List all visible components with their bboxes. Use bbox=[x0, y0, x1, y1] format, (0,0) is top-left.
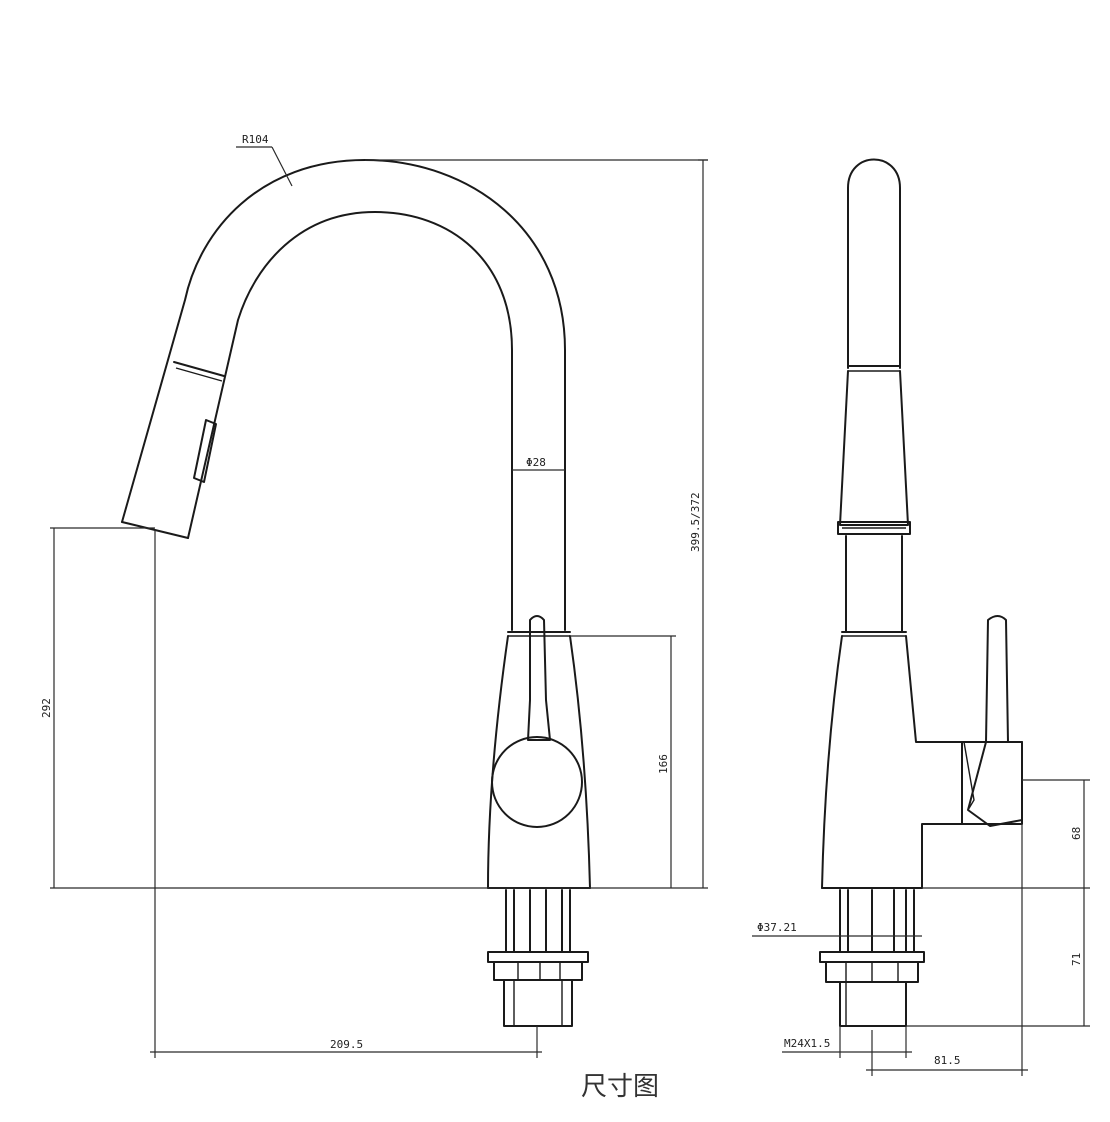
spray-button bbox=[193, 419, 217, 483]
dim-base-diameter: Φ37.21 bbox=[757, 921, 797, 934]
dim-shank-length: 71 bbox=[1070, 953, 1083, 966]
dim-spout-height: 292 bbox=[40, 698, 53, 718]
side-dimensions: Φ37.21 68 71 M24X1.5 81.5 bbox=[752, 779, 1090, 1076]
dim-thread: M24X1.5 bbox=[784, 1037, 830, 1050]
mounting-nut bbox=[487, 951, 589, 1027]
handle-knob bbox=[491, 736, 583, 828]
drawing-caption: 尺寸图 bbox=[580, 1072, 659, 1102]
spray-head-band bbox=[173, 361, 225, 377]
spout-outer-outline bbox=[121, 159, 566, 631]
dim-side-height: 68 bbox=[1070, 827, 1083, 840]
mounting-studs bbox=[505, 889, 571, 953]
side-mounting-nut bbox=[819, 951, 925, 1027]
side-spray-head bbox=[847, 158, 901, 369]
dim-depth: 81.5 bbox=[934, 1054, 961, 1067]
faucet-body bbox=[487, 635, 591, 889]
dim-tube-diameter: Φ28 bbox=[526, 456, 546, 469]
side-mounting-studs bbox=[839, 889, 915, 953]
handle-lever bbox=[527, 615, 551, 741]
dim-arc-radius: R104 bbox=[242, 133, 269, 146]
front-view bbox=[121, 159, 591, 1027]
side-view bbox=[819, 158, 1023, 1027]
side-body bbox=[821, 635, 963, 889]
front-dimensions: R104 Φ28 399.5/372 292 166 209.5 bbox=[40, 133, 708, 1058]
spout-inner-outline bbox=[187, 211, 513, 631]
side-aerator bbox=[837, 521, 911, 535]
dim-handle-height: 166 bbox=[657, 754, 670, 774]
dim-reach: 209.5 bbox=[330, 1038, 363, 1051]
side-handle bbox=[967, 615, 1023, 827]
dim-total-height: 399.5/372 bbox=[689, 492, 702, 552]
